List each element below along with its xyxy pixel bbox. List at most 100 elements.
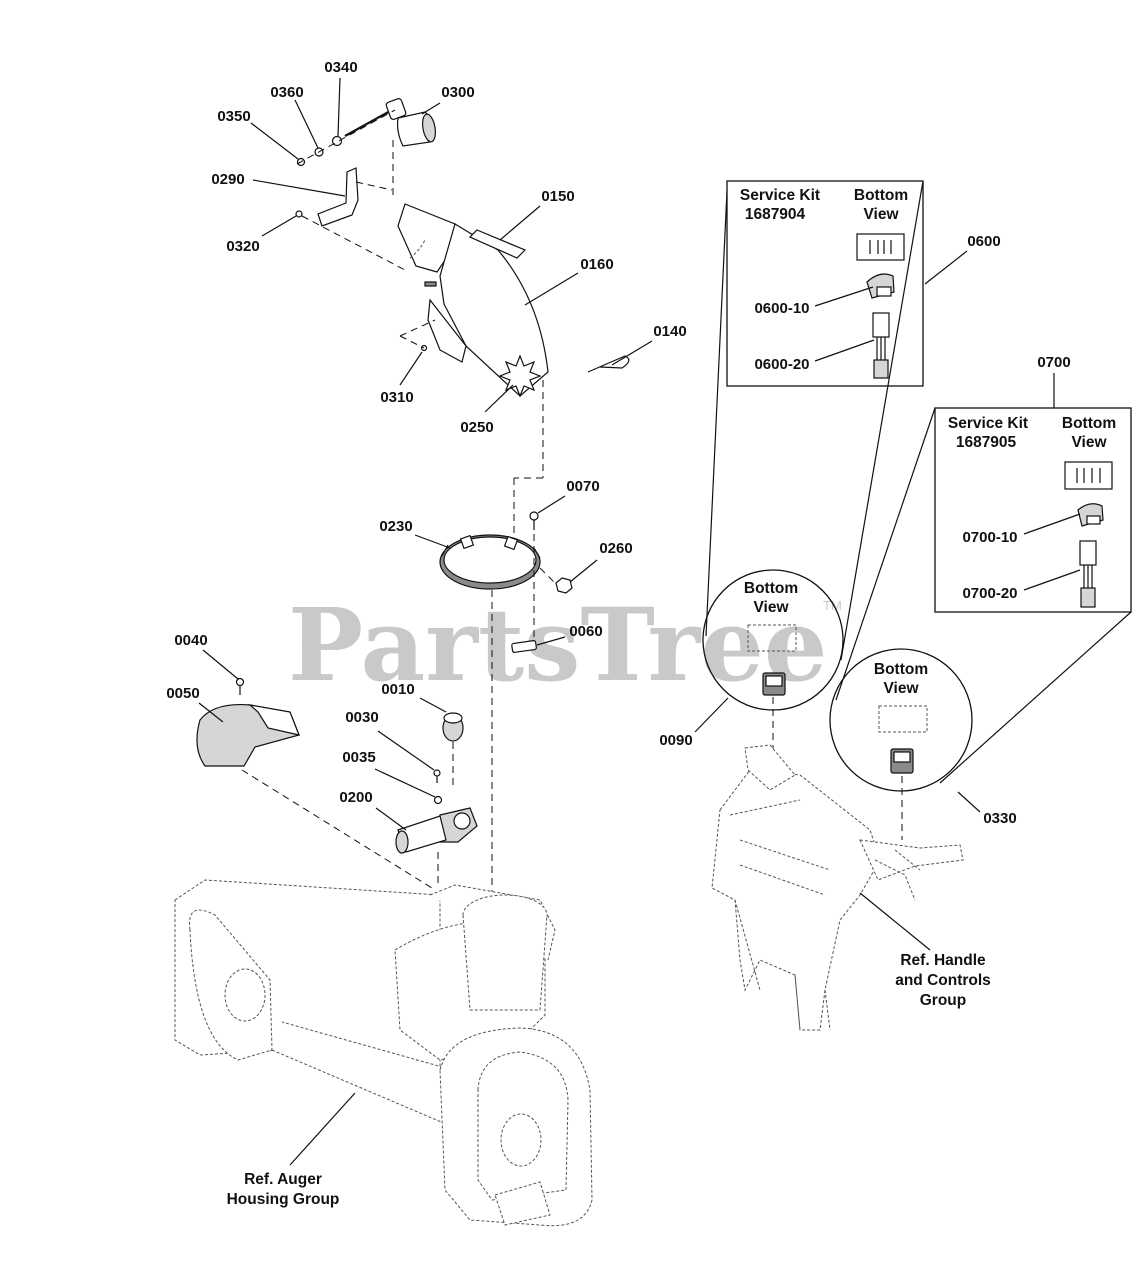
- part-0290-bracket: [317, 167, 359, 227]
- label-0090: 0090: [659, 732, 692, 749]
- label-0260: 0260: [599, 540, 632, 557]
- leader-0040: [202, 649, 239, 680]
- label-0350: 0350: [217, 108, 250, 125]
- label-0290: 0290: [211, 171, 244, 188]
- leader-0200: [375, 807, 407, 831]
- leader-0070: [537, 495, 566, 514]
- part-0035-washer: [433, 795, 443, 805]
- label-0700-10: 0700-10: [962, 529, 1017, 546]
- kit-1687905-bottom-view-icon: [1064, 461, 1113, 490]
- label-0300: 0300: [441, 84, 474, 101]
- label-0600-20: 0600-20: [754, 356, 809, 373]
- label-0330: 0330: [983, 810, 1016, 827]
- leader-0150: [499, 205, 541, 241]
- label-0360: 0360: [270, 84, 303, 101]
- leader-0250: [484, 384, 514, 413]
- watermark-text: PartsTree: [288, 586, 828, 704]
- label-0200: 0200: [339, 789, 372, 806]
- part-0060-plate: [511, 640, 537, 653]
- label-0010: 0010: [381, 681, 414, 698]
- kit-1687904-bottom-view-icon: [856, 233, 905, 261]
- leader-auger-ref: [289, 1092, 356, 1166]
- leader-0320: [261, 215, 297, 237]
- leader-0700-20: [1023, 569, 1081, 591]
- part-0250-knob: [498, 354, 542, 398]
- label-0600: 0600: [967, 233, 1000, 250]
- leader-0010: [419, 697, 447, 713]
- kit-1687904-view-line2: View: [863, 206, 899, 223]
- kit-1687905-title-line1: Service Kit: [948, 415, 1028, 432]
- ref-handle-line1: Ref. Handle: [900, 952, 986, 969]
- part-0040-screw: [235, 677, 245, 695]
- label-0040: 0040: [174, 632, 207, 649]
- label-0230: 0230: [379, 518, 412, 535]
- part-0300-motor: [344, 98, 436, 147]
- label-0070: 0070: [566, 478, 599, 495]
- kit-1687905-view-line2: View: [1071, 434, 1107, 451]
- leader-0360: [294, 99, 319, 149]
- leader-0290: [252, 179, 346, 197]
- leader-0060: [536, 636, 566, 646]
- label-0140: 0140: [653, 323, 686, 340]
- callout-0330-line1: Bottom: [874, 661, 928, 678]
- leader-0700-10: [1023, 513, 1081, 535]
- part-0700-20-harness: [1079, 540, 1097, 608]
- label-0160: 0160: [580, 256, 613, 273]
- leader-0230: [414, 534, 451, 549]
- label-0700-20: 0700-20: [962, 585, 1017, 602]
- part-0030-screw: [433, 769, 441, 783]
- part-0010-gear: [442, 712, 464, 742]
- service-kit-1687905-panel: Service Kit 1687905 Bottom View: [934, 407, 1132, 613]
- label-0250: 0250: [460, 419, 493, 436]
- label-0340: 0340: [324, 59, 357, 76]
- leader-0030: [377, 730, 435, 771]
- part-0050-cover: [196, 703, 300, 767]
- part-0340-washer: [331, 135, 343, 147]
- callout-0330-line2: View: [883, 680, 919, 697]
- handle-controls-reference: [711, 744, 964, 1031]
- label-0150: 0150: [541, 188, 574, 205]
- label-0320: 0320: [226, 238, 259, 255]
- leader-0050: [198, 702, 224, 723]
- watermark-trademark: TM: [823, 598, 842, 613]
- service-kit-1687904-panel: Service Kit 1687904 Bottom View: [726, 180, 924, 387]
- part-0260-nut: [555, 577, 573, 594]
- kit-1687904-title-line2: 1687904: [745, 206, 806, 223]
- label-0060: 0060: [569, 623, 602, 640]
- part-0700-10-rocker-switch: [1077, 503, 1104, 527]
- callout-0090-line1: Bottom: [744, 580, 798, 597]
- part-0150-plate: [468, 229, 527, 259]
- leader-0310: [399, 351, 423, 386]
- label-0035: 0035: [342, 749, 375, 766]
- ref-auger-line2: Housing Group: [227, 1191, 340, 1208]
- leader-0600: [924, 250, 968, 285]
- part-0200-gear-motor: [395, 807, 478, 854]
- part-0090-switch: [762, 672, 786, 696]
- leader-0350: [250, 122, 299, 160]
- part-0070-bolt: [529, 511, 539, 530]
- callout-0090-bottom-view: Bottom View: [702, 180, 924, 711]
- kit-1687905-title-line2: 1687905: [956, 434, 1017, 451]
- kit-1687904-view-line1: Bottom: [854, 187, 908, 204]
- leader-0140: [611, 340, 653, 366]
- auger-housing-reference: [174, 879, 593, 1227]
- label-0310: 0310: [380, 389, 413, 406]
- label-0700: 0700: [1037, 354, 1070, 371]
- leader-0260: [569, 559, 598, 583]
- leader-0600-10: [814, 286, 874, 307]
- part-0320-screw: [295, 210, 303, 218]
- ref-auger-line1: Ref. Auger: [244, 1171, 322, 1188]
- part-0140-clip: [587, 355, 630, 373]
- part-0330-switch: [890, 748, 914, 774]
- label-0600-10: 0600-10: [754, 300, 809, 317]
- part-0600-10-rocker-switch: [866, 273, 895, 299]
- part-0230-gear-ring: [439, 534, 541, 590]
- ref-handle-line3: Group: [920, 992, 967, 1009]
- label-0030: 0030: [345, 709, 378, 726]
- leader-0035: [374, 768, 436, 798]
- leader-0090: [694, 697, 729, 733]
- callout-0090-line2: View: [753, 599, 789, 616]
- part-0600-20-harness: [872, 312, 890, 379]
- leader-handle-ref: [859, 892, 931, 951]
